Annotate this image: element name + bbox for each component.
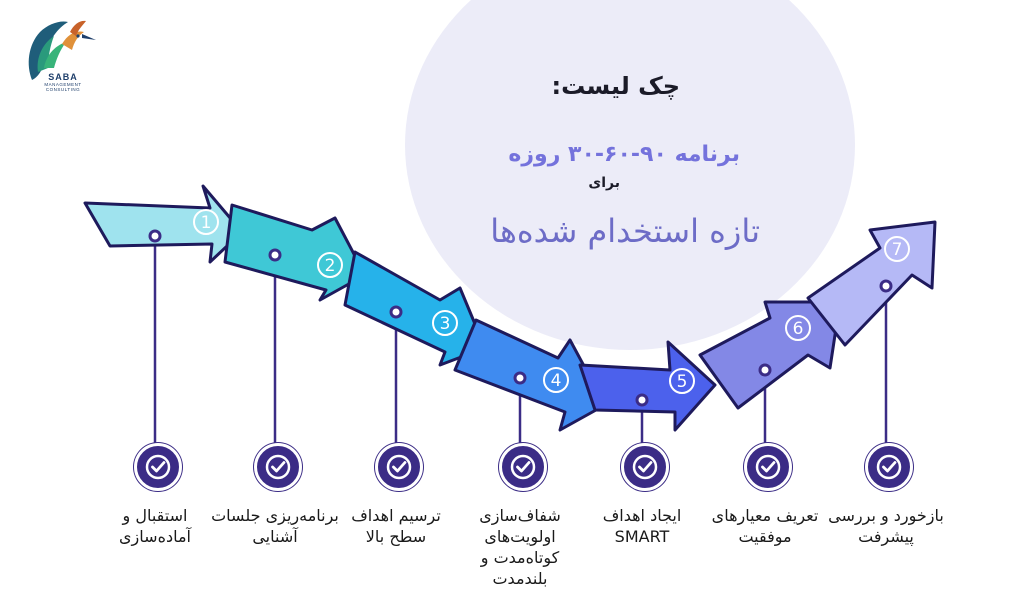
title-background-circle [405,0,855,350]
step-5-number-ring [669,368,695,394]
step-7-check-icon [865,443,913,491]
step-3-label: ترسیم اهداف سطح بالا [351,506,441,546]
step-1-number: 1 [201,213,212,233]
step-4-marker [513,371,527,385]
step-5-arrow [578,340,717,432]
step-2-label: برنامه‌ریزی جلسات آشنایی [211,506,339,546]
for-label: برای [588,175,620,191]
logo-name: SABA [48,72,78,82]
step-7-label: بازخورد و بررسی پیشرفت [828,506,944,546]
step-1-label: استقبال و آماده‌سازی [119,506,191,546]
step-5-check-icon [621,443,669,491]
step-1-marker [148,229,162,243]
step-3-number-ring [432,310,458,336]
step-7-number-ring [884,236,910,262]
step-6-check-icon [744,443,792,491]
step-4-arrow [453,318,607,432]
step-2-check-icon [254,443,302,491]
program-title: برنامه ۹۰-۶۰-۳۰ روزه [508,142,740,167]
step-4-label: شفاف‌سازی اولویت‌های کوتاه‌مدت و بلندمدت [479,506,561,588]
step-6-number: 6 [793,319,804,339]
step-4-number-ring [543,367,569,393]
step-3-number: 3 [440,314,451,334]
checklist-title: چک لیست: [551,72,680,100]
step-5-marker [635,393,649,407]
logo-line-2: MANAGEMENT [44,82,82,87]
step-7-number: 7 [892,240,903,260]
step-6-arrow [698,300,842,410]
step-2-number-ring [317,252,343,278]
step-5-number: 5 [677,372,688,392]
step-7-arrow [806,220,937,347]
step-2-number: 2 [325,256,336,276]
step-3-marker [389,305,403,319]
audience-title: تازه استخدام شده‌ها [490,212,760,250]
step-4-check-icon [499,443,547,491]
step-6-label: تعریف معیارهای موفقیت [711,506,819,546]
step-2-arrow [223,203,367,302]
step-4-number: 4 [551,371,562,391]
step-1-check-icon [134,443,182,491]
step-1-number-ring [193,209,219,235]
logo-text: SABA MANAGEMENT CONSULTING [28,72,98,92]
saba-logo [28,20,96,80]
step-7-marker [879,279,893,293]
step-3-check-icon [375,443,423,491]
logo-line-3: CONSULTING [45,87,81,92]
step-6-marker [758,363,772,377]
step-2-marker [268,248,282,262]
step-6-number-ring [785,315,811,341]
step-5-label: ایجاد اهداف SMART [602,506,682,546]
